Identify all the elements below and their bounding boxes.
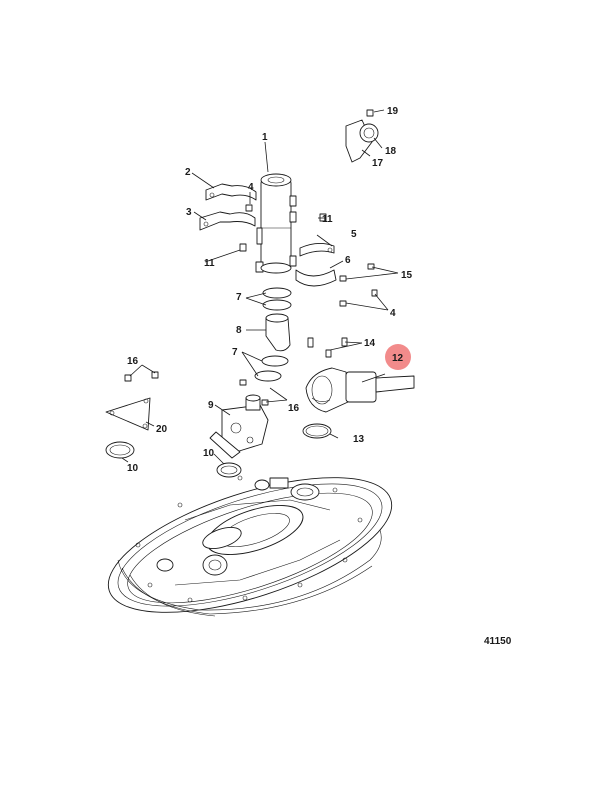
figure-number: 41150 (484, 636, 512, 647)
callout-labels: 1 2 3 4 5 6 11 11 15 4 7 8 14 7 12 16 16… (127, 106, 413, 474)
adapter-housing (209, 394, 269, 459)
clamp-lower (295, 269, 337, 287)
bracket-upper (205, 183, 257, 201)
callout-4-lower: 4 (390, 308, 396, 319)
leader-lines (121, 109, 399, 465)
callout-8: 8 (236, 325, 242, 336)
callout-13: 13 (353, 434, 365, 445)
bracket-lower (199, 211, 256, 231)
callout-2: 2 (185, 167, 191, 178)
hose-clamps-upper (262, 287, 292, 311)
callout-10-lower: 10 (203, 448, 215, 459)
callout-15: 15 (401, 270, 413, 281)
highlight-marker (385, 344, 411, 370)
callout-10-left: 10 (127, 463, 139, 474)
callout-11-right: 11 (322, 214, 333, 225)
hose-clamps-lower (254, 355, 289, 382)
callout-1: 1 (262, 132, 268, 143)
callout-7-upper: 7 (236, 292, 242, 303)
callout-3: 3 (186, 207, 192, 218)
callout-5: 5 (351, 229, 357, 240)
fasteners (124, 109, 378, 406)
callout-14: 14 (364, 338, 376, 349)
callout-6: 6 (345, 255, 351, 266)
gasket-left (105, 441, 135, 459)
callout-20: 20 (156, 424, 168, 435)
cover-plate (105, 397, 151, 431)
callout-9: 9 (208, 400, 214, 411)
hose (265, 313, 291, 352)
mounting-bracket-top (345, 119, 379, 163)
callout-4-upper: 4 (248, 182, 254, 193)
exhaust-elbow (305, 367, 415, 413)
gasket-lower (216, 462, 242, 478)
callout-19: 19 (387, 106, 399, 117)
clamp-upper (299, 243, 335, 257)
callout-16-center: 16 (288, 403, 300, 414)
muffler-canister (255, 173, 297, 274)
callout-7-lower: 7 (232, 347, 238, 358)
base-plate (107, 475, 393, 617)
callout-17: 17 (372, 158, 384, 169)
callout-11-left: 11 (204, 258, 215, 269)
callout-18: 18 (385, 146, 397, 157)
callout-16-left: 16 (127, 356, 139, 367)
o-ring (302, 423, 332, 439)
callout-12: 12 (392, 353, 404, 364)
